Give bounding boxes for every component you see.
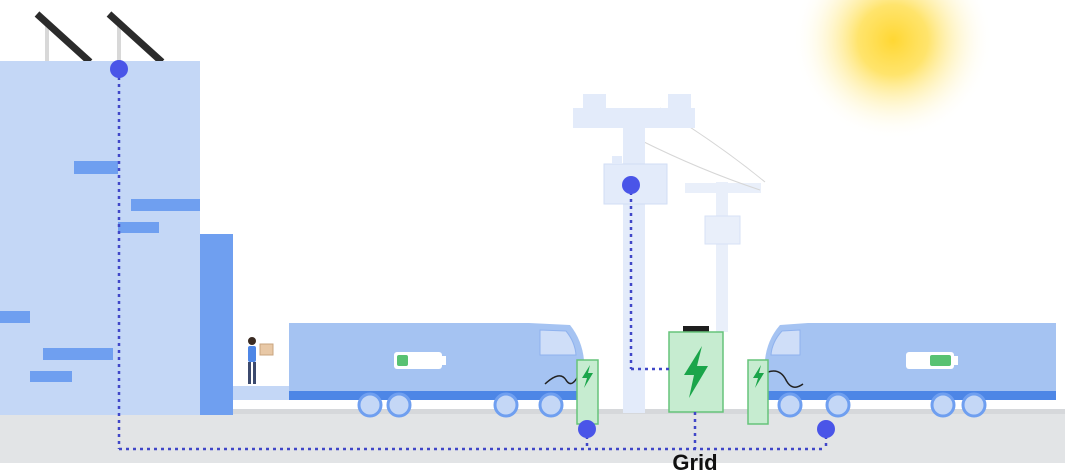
ground (0, 412, 1065, 463)
connection-node (622, 176, 640, 194)
solar-panel-icon (34, 11, 165, 65)
charge-cable (544, 371, 581, 385)
battery-level-icon (906, 352, 958, 369)
sun-icon (793, 0, 993, 140)
energy-scene (0, 0, 1065, 463)
worker-with-box-icon (248, 337, 274, 384)
connection-node (110, 60, 128, 78)
ground-edge (0, 409, 1065, 414)
charging-station-icon (747, 359, 769, 425)
electric-truck-right (765, 323, 1056, 418)
connection-node (578, 420, 596, 438)
battery-storage-icon (668, 326, 724, 413)
connection-node (817, 420, 835, 438)
power-line (639, 139, 761, 191)
lightning-bolt-icon (684, 346, 708, 398)
warehouse-building (0, 61, 295, 415)
utility-pole-far (685, 182, 761, 332)
electric-truck-left (289, 323, 584, 418)
grid-label: Grid (672, 450, 718, 475)
battery-level-icon (394, 352, 446, 369)
grid-connections (117, 70, 828, 451)
charging-station-icon (576, 359, 599, 425)
charge-cable (767, 370, 804, 388)
